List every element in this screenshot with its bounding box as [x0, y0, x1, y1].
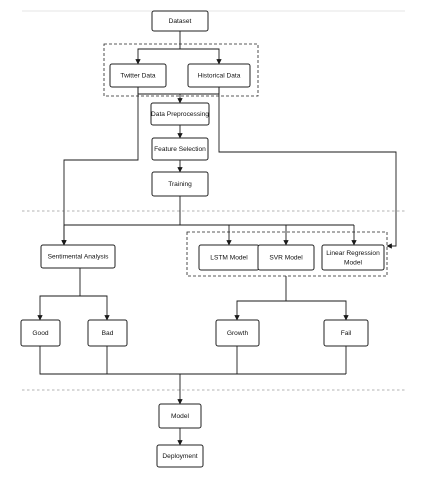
edge-merge-preprocessing — [137, 87, 183, 104]
node-good-label: Good — [32, 330, 48, 337]
node-bad: Bad — [87, 319, 128, 347]
node-twitter-data-label: Twitter Data — [120, 72, 156, 79]
node-sentimental-analysis-label: Sentimental Analysis — [48, 253, 110, 260]
edge-historical-merge — [180, 87, 220, 95]
node-lstm-model: LSTM Model — [198, 244, 260, 271]
connectors — [37, 31, 397, 446]
models-group — [186, 231, 388, 277]
node-svr-model: SVR Model — [257, 244, 315, 271]
node-deployment: Deployment — [156, 444, 204, 468]
node-training: Training — [151, 171, 209, 197]
edge-historical-linreg — [218, 87, 397, 249]
node-sentimental-analysis: Sentimental Analysis — [40, 244, 116, 269]
node-good: Good — [20, 319, 61, 347]
node-svr-model-label: SVR Model — [269, 254, 303, 261]
edge-models-growth-fail — [234, 276, 287, 321]
node-model: Model — [158, 403, 202, 429]
node-linear-regression-label-line1: Linear Regression — [326, 250, 380, 257]
node-data-preprocessing: Data Preprocessing — [150, 102, 210, 126]
node-fail: Fail — [323, 319, 369, 347]
node-feature-selection: Feature Selection — [151, 137, 209, 161]
node-training-label: Training — [168, 181, 192, 188]
node-data-preprocessing-label: Data Preprocessing — [151, 111, 209, 118]
node-deployment-label: Deployment — [162, 453, 197, 460]
node-feature-selection-label: Feature Selection — [154, 146, 206, 153]
node-bad-label: Bad — [102, 330, 114, 337]
node-growth-label: Growth — [227, 330, 249, 337]
node-growth: Growth — [215, 319, 260, 347]
node-dataset-label: Dataset — [169, 18, 192, 25]
node-historical-data-label: Historical Data — [198, 72, 241, 79]
edge-outcomes-bus — [39, 346, 346, 375]
edge-sentimental-good-bad — [37, 268, 81, 321]
node-linear-regression-model: Linear Regression Model — [321, 244, 385, 271]
node-dataset: Dataset — [151, 10, 209, 32]
node-model-label: Model — [171, 413, 189, 420]
node-lstm-model-label: LSTM Model — [210, 254, 248, 261]
edge-twitter-sentimental — [61, 87, 139, 246]
node-fail-label: Fail — [341, 330, 352, 337]
node-twitter-data: Twitter Data — [109, 63, 167, 88]
input-data-group — [103, 43, 259, 97]
node-historical-data: Historical Data — [187, 63, 251, 88]
node-linear-regression-label-line2: Model — [344, 259, 362, 266]
edge-dataset-split — [135, 31, 181, 65]
edge-dataset-historical — [180, 48, 222, 65]
